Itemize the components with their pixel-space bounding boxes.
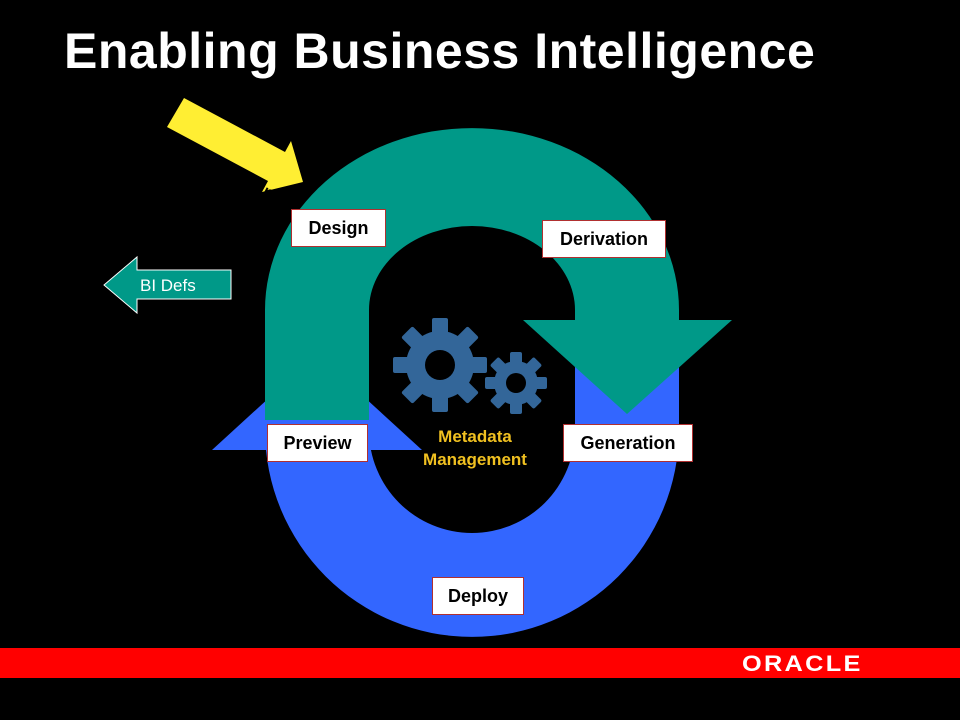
center-label-line2: Management xyxy=(423,450,527,469)
stage-generation: Generation xyxy=(563,424,693,462)
bi-defs-label: BI Defs xyxy=(140,276,196,295)
center-label-line1: Metadata xyxy=(438,427,512,446)
footer-bar xyxy=(0,648,960,678)
slide-title: Enabling Business Intelligence xyxy=(64,23,816,79)
information-arrow xyxy=(167,98,303,192)
teal-cycle-arc xyxy=(265,128,679,420)
gears-icon xyxy=(393,318,547,414)
oracle-logo: ORACLE xyxy=(742,651,863,676)
teal-arrowhead xyxy=(523,320,732,414)
center-label: Metadata Management xyxy=(400,425,550,471)
stage-design: Design xyxy=(291,209,386,247)
blue-cycle-arc xyxy=(265,330,679,637)
stage-deploy: Deploy xyxy=(432,577,524,615)
stage-derivation: Derivation xyxy=(542,220,666,258)
bi-defs-arrow xyxy=(103,255,232,315)
stage-preview: Preview xyxy=(267,424,368,462)
